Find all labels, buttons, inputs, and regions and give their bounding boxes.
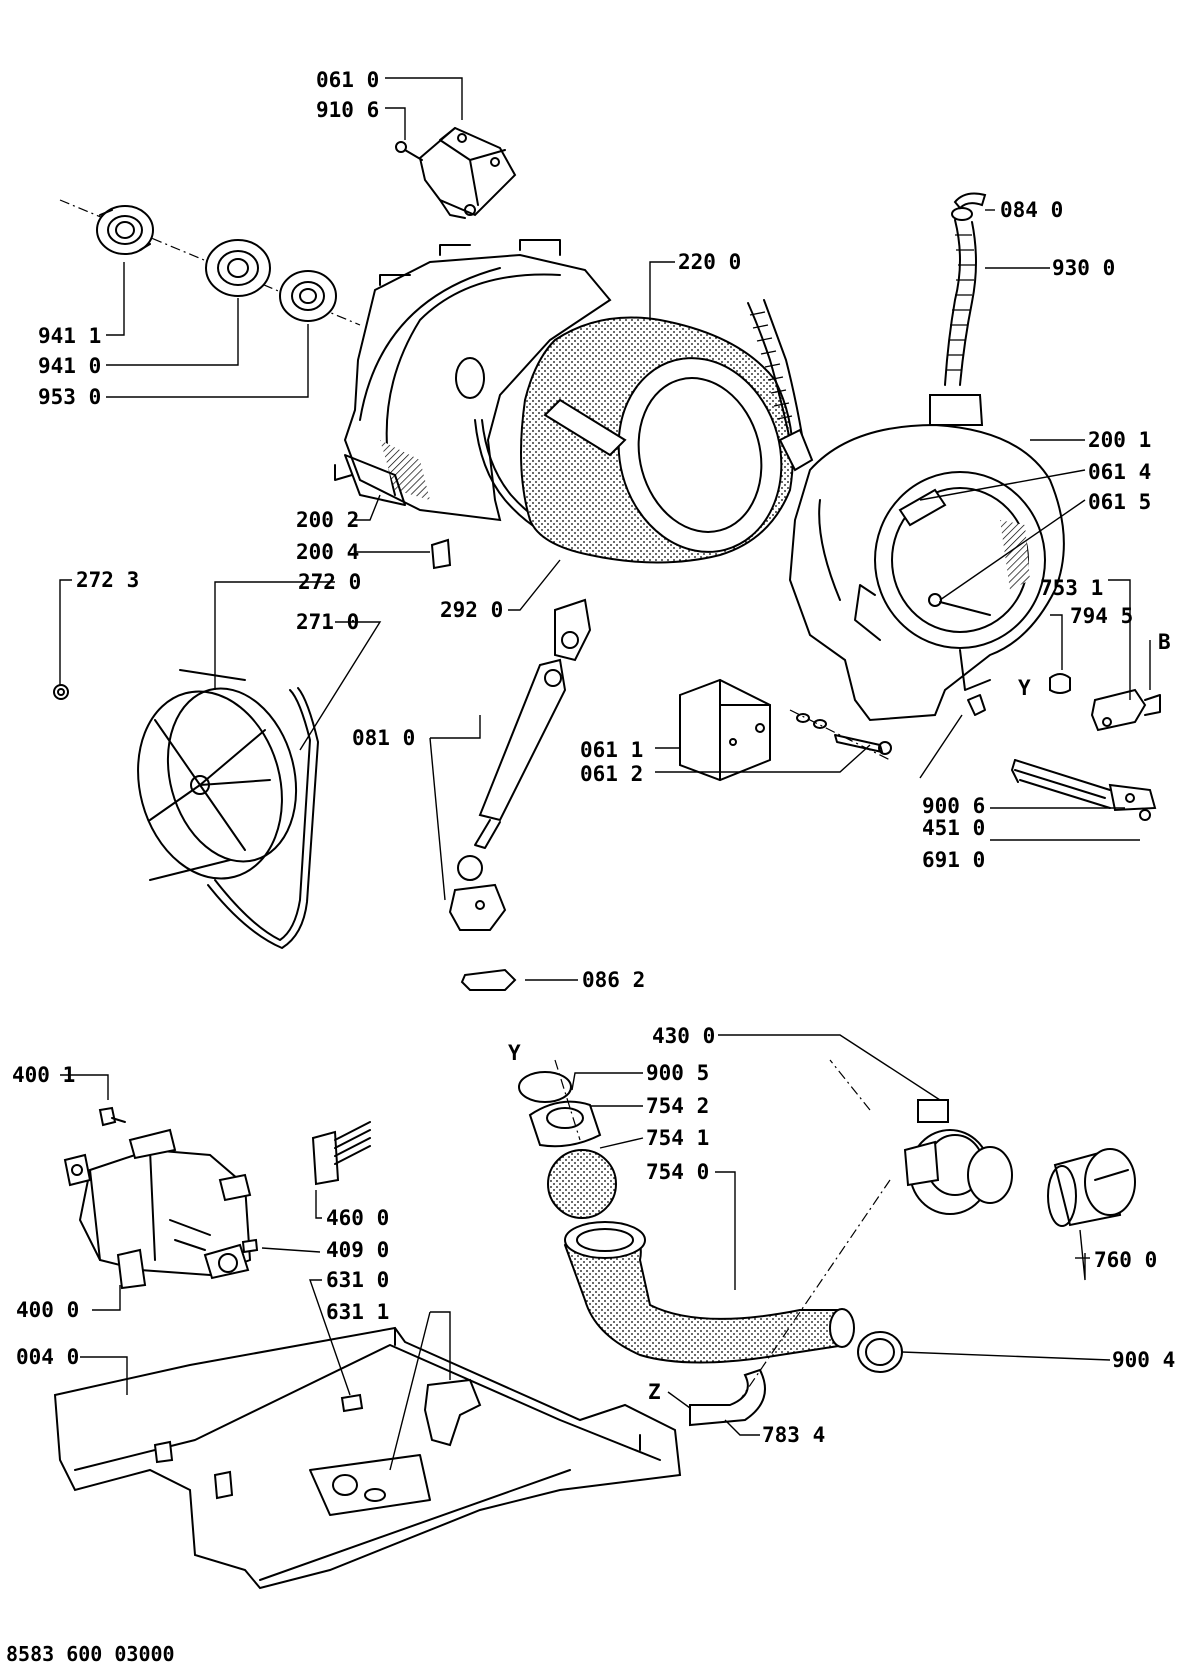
label-631-0: 631 0 [326, 1268, 390, 1292]
label-900-5: 900 5 [646, 1061, 710, 1085]
label-754-0: 754 0 [646, 1160, 710, 1184]
bearing-941-0 [205, 239, 271, 297]
label-081-0: 081 0 [352, 726, 416, 750]
filter-760-0 [1047, 1148, 1136, 1227]
clip-200-4 [430, 538, 452, 570]
bearing-941-1 [96, 205, 154, 255]
clip-900-6 [967, 694, 986, 716]
ball-754-1 [547, 1149, 617, 1219]
base-004-0 [53, 1326, 682, 1590]
counterweight-061-1 [679, 678, 771, 782]
label-292-0: 292 0 [440, 598, 504, 622]
label-y-lower: Y [508, 1041, 521, 1065]
rear-tub-200-2 [334, 239, 612, 522]
label-409-0: 409 0 [326, 1238, 390, 1262]
label-271-0: 271 0 [296, 610, 360, 634]
label-783-4: 783 4 [762, 1423, 826, 1447]
label-451-0: 451 0 [922, 816, 986, 840]
label-004-0: 004 0 [16, 1345, 80, 1369]
label-272-3: 272 3 [76, 568, 140, 592]
grommet-794-5 [1049, 673, 1071, 694]
drawing-code: 8583 600 03000 [6, 1642, 175, 1666]
label-z: Z [648, 1380, 661, 1404]
label-061-1: 061 1 [580, 738, 644, 762]
nut-691-0 [1139, 809, 1151, 821]
label-753-1: 753 1 [1040, 576, 1104, 600]
label-200-2: 200 2 [296, 508, 360, 532]
pulley-272-0 [137, 669, 298, 881]
label-b: B [1158, 630, 1171, 654]
label-y-upper: Y [1018, 676, 1031, 700]
label-430-0: 430 0 [652, 1024, 716, 1048]
label-400-1: 400 1 [12, 1063, 76, 1087]
label-631-1: 631 1 [326, 1300, 390, 1324]
label-953-0: 953 0 [38, 385, 102, 409]
thermostat-753-1 [1090, 688, 1161, 732]
label-900-4: 900 4 [1112, 1348, 1176, 1372]
clip-409-0 [241, 1238, 259, 1254]
belt-271-0 [214, 689, 311, 941]
label-061-2: 061 2 [580, 762, 644, 786]
pin-086-2 [460, 968, 517, 991]
drum-220-0 [520, 316, 794, 564]
label-200-1: 200 1 [1088, 428, 1152, 452]
ring-900-5 [518, 1071, 572, 1103]
bolts-061-2 [789, 709, 892, 761]
label-930-0: 930 0 [1052, 256, 1116, 280]
screw-910-6 [395, 141, 423, 161]
label-754-2: 754 2 [646, 1094, 710, 1118]
label-691-0: 691 0 [922, 848, 986, 872]
damper-081-0 [448, 598, 592, 931]
bracket-061-0 [418, 126, 517, 219]
brush-400-1 [98, 1106, 117, 1127]
front-tub-200-1 [788, 423, 1065, 722]
label-400-0: 400 0 [16, 1298, 80, 1322]
label-754-1: 754 1 [646, 1126, 710, 1150]
hook-084-0 [953, 192, 987, 210]
hose-783-4 [689, 1368, 766, 1427]
label-910-6: 910 6 [316, 98, 380, 122]
nut-272-3 [53, 684, 69, 700]
hose-754-0 [563, 1221, 855, 1364]
leader-lines [59, 77, 1151, 1471]
label-220-0: 220 0 [678, 250, 742, 274]
label-086-2: 086 2 [582, 968, 646, 992]
seal-953-0 [279, 270, 337, 322]
label-900-6: 900 6 [922, 794, 986, 818]
label-061-0: 061 0 [316, 68, 380, 92]
label-200-4: 200 4 [296, 540, 360, 564]
label-460-0: 460 0 [326, 1206, 390, 1230]
heater-451-0 [1011, 759, 1157, 812]
pump-430-0 [903, 1099, 1013, 1215]
label-794-5: 794 5 [1070, 604, 1134, 628]
connector-460-0 [311, 1121, 371, 1186]
label-061-4: 061 4 [1088, 460, 1152, 484]
label-272-0: 272 0 [298, 570, 362, 594]
spring-930-0 [929, 207, 984, 426]
spring-left [747, 299, 814, 472]
label-061-5: 061 5 [1088, 490, 1152, 514]
label-084-0: 084 0 [1000, 198, 1064, 222]
gasket-754-2 [528, 1100, 602, 1148]
label-941-1: 941 1 [38, 324, 102, 348]
label-941-0: 941 0 [38, 354, 102, 378]
label-760-0: 760 0 [1094, 1248, 1158, 1272]
motor-400-0 [63, 1128, 252, 1290]
